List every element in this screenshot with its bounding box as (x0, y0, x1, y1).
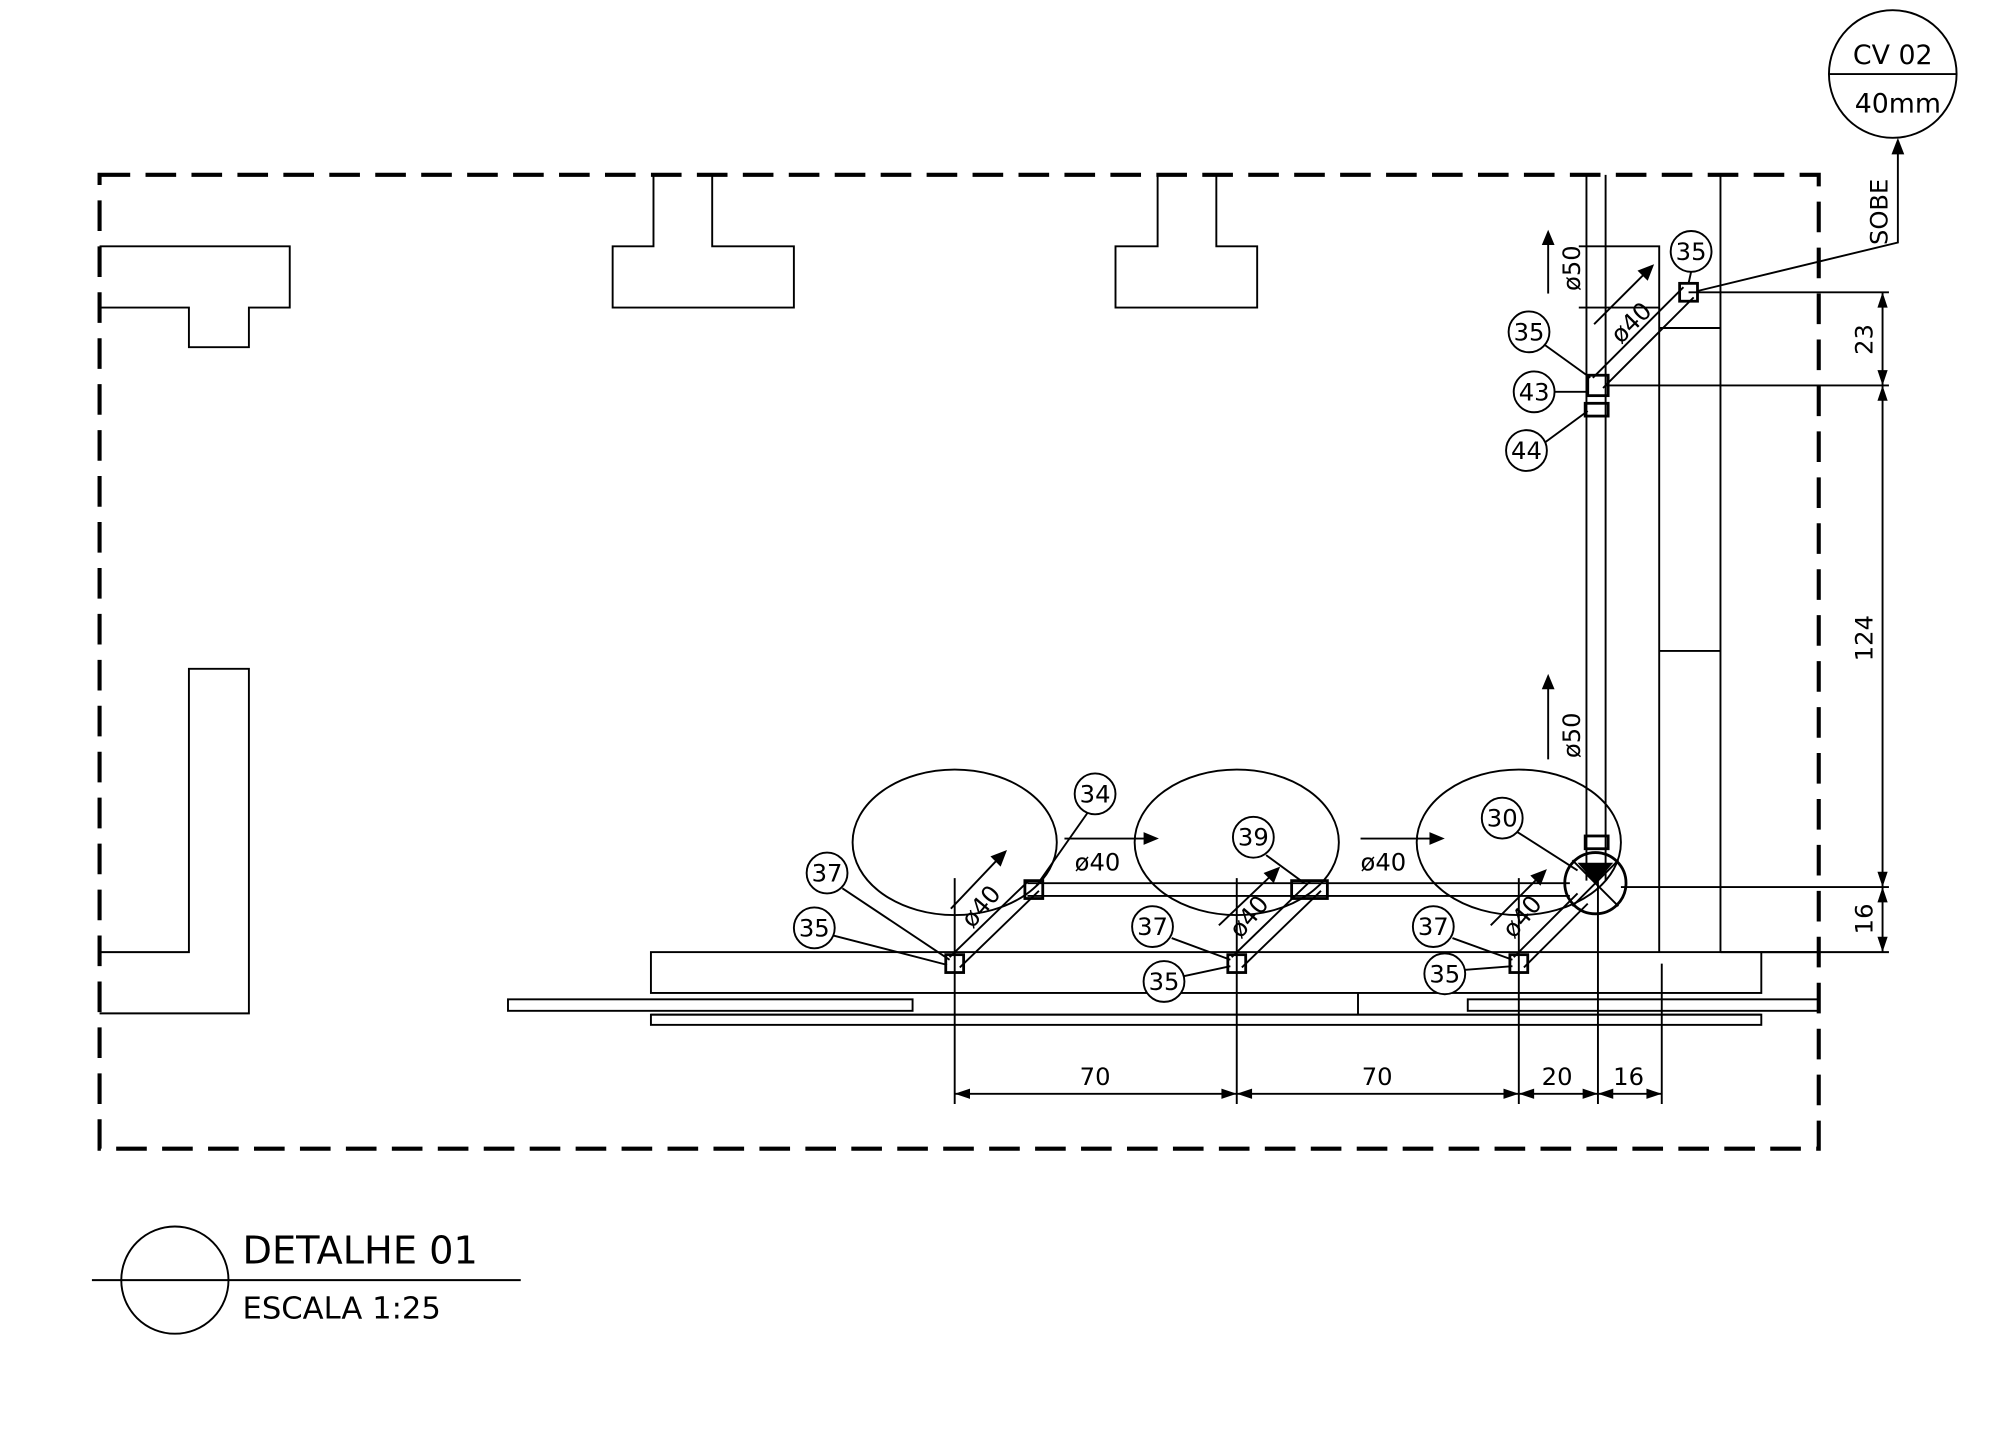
riser-label: SOBE (1865, 179, 1894, 245)
balloon: 34 (1073, 772, 1117, 816)
svg-text:35: 35 (1149, 967, 1180, 996)
balloons: 37 35 34 39 37 35 30 37 35 35 43 44 35 (792, 230, 1713, 1003)
balloon: 44 (1505, 429, 1548, 472)
balloon: 35 (1507, 310, 1551, 354)
pipe-label-d40: ø40 (1075, 847, 1121, 876)
pipe-label-d40: ø40 (1496, 890, 1548, 944)
floor-drain-box (1563, 851, 1628, 916)
svg-text:43: 43 (1519, 377, 1550, 406)
column-1 (611, 174, 795, 309)
pipe-label-d50: ø50 (1557, 712, 1586, 758)
detail-boundary-dashed (97, 172, 1821, 1151)
svg-text:124: 124 (1849, 615, 1878, 661)
svg-text:39: 39 (1238, 823, 1269, 852)
svg-text:CV 02: CV 02 (1853, 40, 1933, 71)
svg-text:40mm: 40mm (1855, 88, 1941, 119)
svg-text:20: 20 (1542, 1062, 1573, 1091)
svg-text:34: 34 (1080, 779, 1111, 808)
wall-top-left (99, 245, 291, 349)
detail-title-block: DETALHE 01 ESCALA 1:25 (91, 1225, 521, 1335)
svg-text:35: 35 (1514, 317, 1545, 346)
balloon: 35 (792, 906, 836, 950)
balloon: 37 (1411, 905, 1455, 948)
svg-text:16: 16 (1849, 904, 1878, 935)
svg-text:16: 16 (1613, 1062, 1644, 1091)
svg-text:35: 35 (799, 913, 830, 942)
drain-pipes (948, 286, 1889, 1104)
shaft-walls (1578, 174, 1722, 953)
detail-title: DETALHE 01 (243, 1229, 478, 1274)
detail-scale: ESCALA 1:25 (243, 1291, 441, 1326)
balloon: 37 (1131, 905, 1174, 948)
countertop (507, 951, 1820, 1026)
leader-lines (833, 137, 1905, 978)
column-2 (1114, 174, 1259, 309)
svg-text:70: 70 (1362, 1062, 1393, 1091)
flow-arrows (950, 229, 1655, 927)
svg-text:37: 37 (1137, 912, 1168, 941)
dimension-bottom: 70 70 20 16 (954, 1062, 1662, 1099)
svg-text:35: 35 (1676, 237, 1707, 266)
balloon: 43 (1512, 370, 1556, 414)
balloon: 35 (1423, 952, 1467, 996)
svg-text:44: 44 (1511, 436, 1542, 465)
balloon: 30 (1480, 796, 1524, 840)
pipe-label-d40: ø40 (955, 879, 1007, 933)
svg-text:37: 37 (1418, 912, 1449, 941)
svg-text:35: 35 (1429, 959, 1460, 988)
dimension-right: 23 124 16 (1849, 292, 1888, 953)
cv-tag: CV 02 40mm (1827, 9, 1958, 139)
pipe-label-d50: ø50 (1557, 245, 1586, 291)
svg-text:23: 23 (1849, 324, 1878, 355)
balloon: 37 (805, 851, 849, 895)
svg-text:30: 30 (1487, 804, 1518, 833)
svg-text:37: 37 (812, 858, 843, 887)
fittings (944, 281, 1699, 974)
pipe-label-d40: ø40 (1361, 847, 1407, 876)
balloon: 35 (1142, 960, 1186, 1003)
svg-text:70: 70 (1080, 1062, 1111, 1091)
balloon: 39 (1231, 815, 1275, 859)
wall-left (99, 667, 250, 1015)
pipe-label-d40: ø40 (1223, 890, 1275, 944)
balloon: 35 (1669, 230, 1713, 273)
